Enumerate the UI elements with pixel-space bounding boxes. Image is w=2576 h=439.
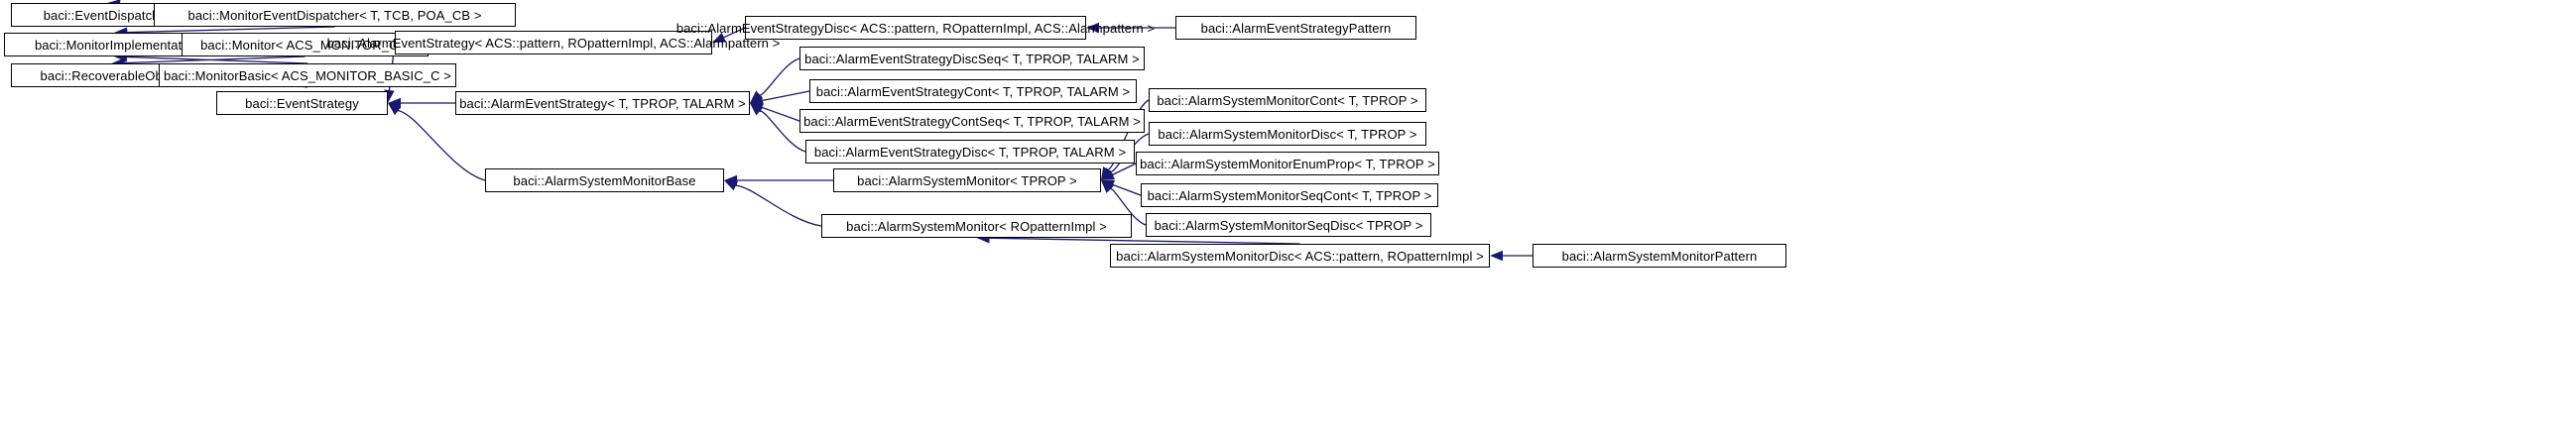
class-node-alarmEventStrategyT[interactable]: baci::AlarmEventStrategy< T, TPROP, TALA… xyxy=(455,91,750,115)
inheritance-arrowhead-alarmSystemMonitorBase xyxy=(724,180,738,191)
class-node-alarmEventStrategyPattern3[interactable]: baci::AlarmEventStrategy< ACS::pattern, … xyxy=(327,31,780,55)
class-node-alarmSystemMonitorEnumProp[interactable]: baci::AlarmSystemMonitorEnumProp< T, TPR… xyxy=(1136,152,1439,175)
inheritance-arrowhead-alarmEventStrategyT xyxy=(750,103,764,116)
inheritance-edge-monitor-to-recoverableObject xyxy=(123,55,306,64)
class-node-alarmSystemMonitorCont[interactable]: baci::AlarmSystemMonitorCont< T, TPROP > xyxy=(1149,88,1426,112)
inheritance-arrowhead-alarmSystemMonitorTPROP xyxy=(1101,179,1115,190)
class-node-alarmSystemMonitorSeqCont[interactable]: baci::AlarmSystemMonitorSeqCont< T, TPRO… xyxy=(1141,183,1438,207)
class-node-alarmEventStrategyCont[interactable]: baci::AlarmEventStrategyCont< T, TPROP, … xyxy=(809,79,1137,103)
class-node-alarmEventStrategyPattern[interactable]: baci::AlarmEventStrategyPattern xyxy=(1175,16,1416,40)
inheritance-arrowhead-eventStrategy xyxy=(388,97,401,109)
class-node-alarmSystemMonitorDiscPat[interactable]: baci::AlarmSystemMonitorDisc< ACS::patte… xyxy=(1110,244,1490,268)
class-node-alarmEventStrategyDisc[interactable]: baci::AlarmEventStrategyDisc< T, TPROP, … xyxy=(805,140,1135,164)
inheritance-edge-alarmSystemMonitorROpattern-to-alarmSystemMonitorBase xyxy=(734,184,822,227)
inheritance-edge-alarmEventStrategyDisc-to-alarmEventStrategyT xyxy=(758,110,806,153)
class-node-alarmSystemMonitorSeqDisc[interactable]: baci::AlarmSystemMonitorSeqDisc< TPROP > xyxy=(1146,213,1431,237)
inheritance-arrowhead-alarmSystemMonitorTPROP xyxy=(1101,169,1115,180)
inheritance-arrowhead-alarmSystemMonitorTPROP xyxy=(1101,180,1114,193)
class-node-monitorEventDispatcher[interactable]: baci::MonitorEventDispatcher< T, TCB, PO… xyxy=(154,3,516,27)
inheritance-edge-monitorEventDispatcher-to-monitorImplementator xyxy=(125,26,335,34)
inheritance-arrowhead-alarmEventStrategyT xyxy=(750,102,764,113)
inheritance-edge-alarmSystemMonitorEnumProp-to-alarmSystemMonitorTPROP xyxy=(1111,163,1137,176)
inheritance-arrowhead-eventStrategy xyxy=(388,103,402,116)
class-node-alarmSystemMonitorTPROP[interactable]: baci::AlarmSystemMonitor< TPROP > xyxy=(833,168,1101,192)
inheritance-arrowhead-alarmSystemMonitorBase xyxy=(724,174,737,186)
inheritance-edge-monitorBasic-to-monitorImplementator xyxy=(125,55,308,64)
inheritance-arrowhead-alarmEventStrategyT xyxy=(750,95,764,106)
class-node-eventStrategy[interactable]: baci::EventStrategy xyxy=(216,91,388,115)
class-node-monitor[interactable]: baci::Monitor< ACS_MONITOR_C > xyxy=(182,33,429,56)
class-node-alarmSystemMonitorPattern[interactable]: baci::AlarmSystemMonitorPattern xyxy=(1533,244,1786,268)
class-node-alarmEventStrategyDiscSeq[interactable]: baci::AlarmEventStrategyDiscSeq< T, TPRO… xyxy=(799,47,1145,70)
inheritance-edge-alarmEventStrategyDiscSeq-to-alarmEventStrategyT xyxy=(758,57,800,96)
class-node-alarmEventStrategyDiscPat[interactable]: baci::AlarmEventStrategyDisc< ACS::patte… xyxy=(676,16,1155,40)
inheritance-edge-alarmSystemMonitorBase-to-eventStrategy xyxy=(397,109,486,181)
class-node-alarmSystemMonitorDisc[interactable]: baci::AlarmSystemMonitorDisc< T, TPROP > xyxy=(1149,122,1426,146)
inheritance-edge-alarmEventStrategyContSeq-to-alarmEventStrategyT xyxy=(761,106,800,122)
inheritance-arrowhead-alarmSystemMonitorDiscPat xyxy=(1490,250,1503,262)
inheritance-edge-alarmSystemMonitorSeqCont-to-alarmSystemMonitorTPROP xyxy=(1112,183,1142,196)
inheritance-edge-alarmEventStrategyCont-to-alarmEventStrategyT xyxy=(761,90,810,102)
inheritance-arrowhead-alarmSystemMonitorTPROP xyxy=(1101,166,1113,180)
class-node-alarmEventStrategyContSeq[interactable]: baci::AlarmEventStrategyContSeq< T, TPRO… xyxy=(799,109,1145,133)
class-node-monitorBasic[interactable]: baci::MonitorBasic< ACS_MONITOR_BASIC_C … xyxy=(159,63,456,87)
class-node-alarmSystemMonitorROpattern[interactable]: baci::AlarmSystemMonitor< ROpatternImpl … xyxy=(821,214,1132,238)
inheritance-arrowhead-alarmSystemMonitorTPROP xyxy=(1101,167,1114,180)
class-node-alarmSystemMonitorBase[interactable]: baci::AlarmSystemMonitorBase xyxy=(485,168,724,192)
inheritance-arrowhead-alarmEventStrategyT xyxy=(750,90,764,103)
